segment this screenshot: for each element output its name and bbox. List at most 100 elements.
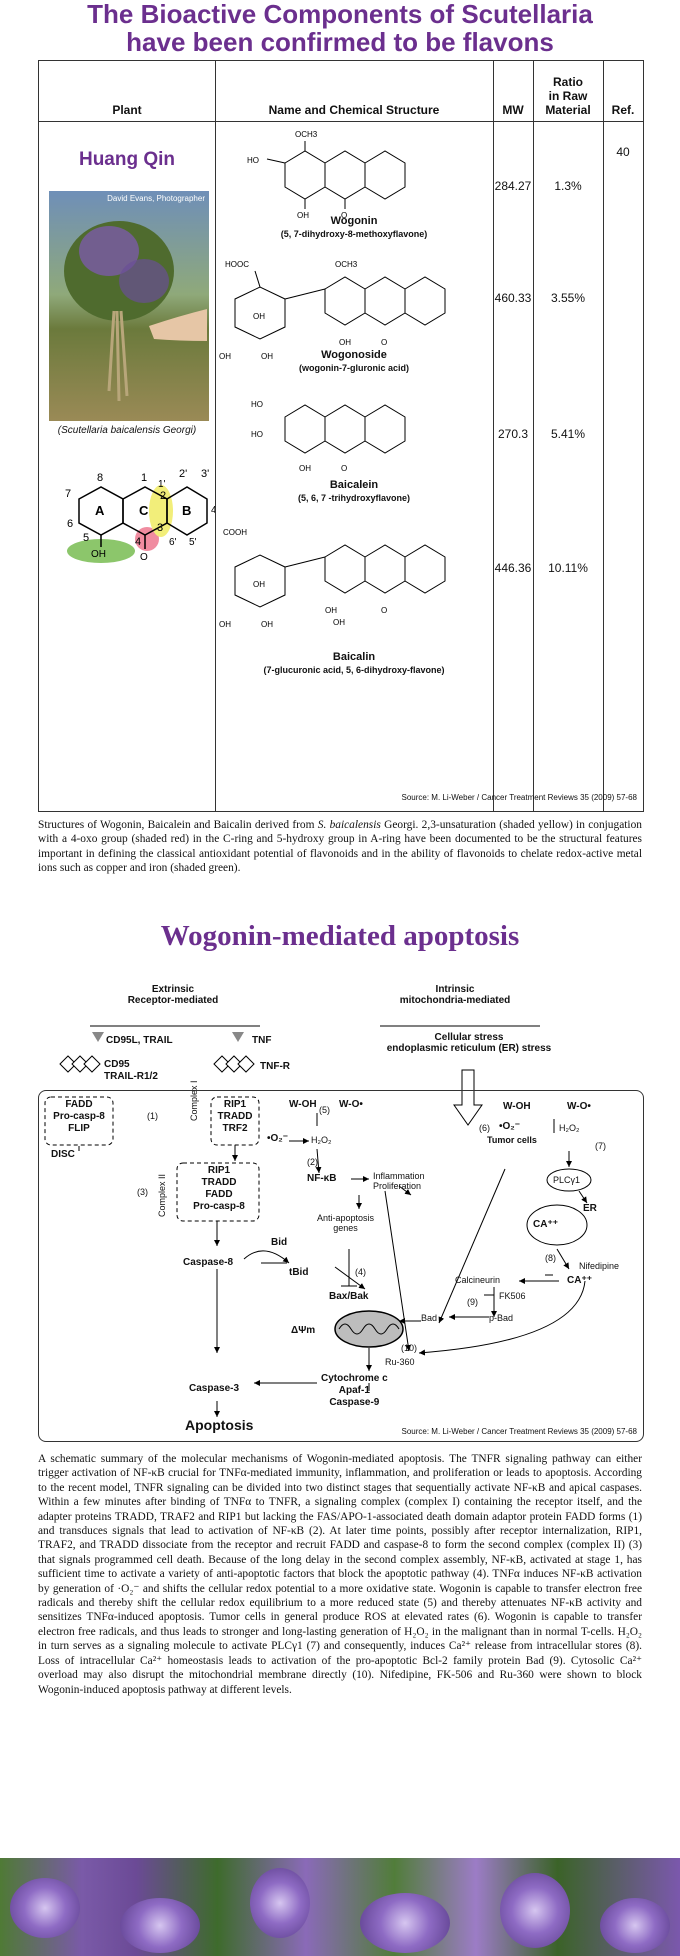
step-4: (4) [355,1267,366,1277]
svg-text:OCH3: OCH3 [335,260,358,269]
step-9: (9) [467,1297,478,1307]
plant-photo: David Evans, Photographer [49,191,209,421]
calcium-cytosol: CA⁺⁺ [567,1275,592,1286]
svg-text:O: O [381,606,387,615]
ru-360: Ru-360 [385,1357,415,1367]
baicalein-structure: HO HO OH O [251,400,406,473]
plc-gamma-1: PLCγ1 [553,1175,581,1185]
svg-text:COOH: COOH [223,528,247,537]
svg-text:OH: OH [299,464,311,473]
caspase-8: Caspase-8 [183,1257,234,1268]
svg-text:OH: OH [339,338,351,347]
wogonoside-ratio: 3.55% [550,291,586,305]
svg-text:OCH3: OCH3 [295,130,318,139]
fk506: FK506 [499,1291,526,1301]
p-bad: p-Bad [489,1313,514,1323]
step-7: (7) [595,1141,606,1151]
header-plant: Plant [112,103,142,117]
wogonin-ratio: 1.3% [554,179,582,193]
flower-banner-image [0,1858,680,1956]
svg-text:1: 1 [141,472,147,484]
svg-text:4: 4 [135,536,141,548]
apoptosis-caption: A schematic summary of the molecular mec… [38,1453,642,1696]
superoxide-2: •O₂⁻ [499,1121,521,1132]
svg-text:C: C [139,503,149,518]
step-2: (2) [307,1157,318,1167]
bid: Bid [271,1237,288,1248]
diagram-source: Source: M. Li-Weber / Cancer Treatment R… [401,1427,637,1436]
ligand-cd95l-trail: CD95L, TRAIL [106,1035,173,1046]
svg-text:6: 6 [67,518,73,530]
wogonin-mw: 284.27 [494,179,532,193]
baicalein-sub: (5, 6, 7 -trihydroxyflavone) [297,493,411,503]
svg-text:HO: HO [247,156,259,165]
wogonoside-mw: 460.33 [494,291,532,305]
wogonoside-structure: HOOC OCH3 OH OH OH OH O [219,260,446,361]
svg-text:OH: OH [333,618,345,627]
wogonoside-name: Wogonoside [321,349,387,361]
w-o-2: W-O• [567,1101,591,1112]
baicalein-ratio: 5.41% [550,427,586,441]
baicalin-mw: 446.36 [494,561,532,575]
baicalin-name: Baicalin [332,651,376,663]
baicalin-structure: COOH OH OH OH OH OH O [219,528,446,629]
svg-text:2': 2' [179,468,187,480]
page-title: The Bioactive Components of Scutellaria … [0,0,680,56]
svg-text:OH: OH [253,312,265,321]
svg-text:3': 3' [201,468,209,480]
svg-text:6': 6' [169,537,177,548]
svg-text:7: 7 [65,488,71,500]
svg-text:OH: OH [325,606,337,615]
complex-2-label: Complex II [157,1173,167,1217]
w-o-1: W-O• [339,1099,363,1110]
calcium-er: CA⁺⁺ [533,1219,558,1230]
tumor-cells: Tumor cells [487,1135,537,1145]
baicalein-mw: 270.3 [497,427,529,441]
svg-text:O: O [341,464,347,473]
step-5: (5) [319,1105,330,1115]
ligand-tnf: TNF [252,1035,272,1046]
svg-text:OH: OH [91,549,106,560]
plant-latin-name: (Scutellaria baicalensis Georgi) [57,425,197,436]
title-line-2: have been confirmed to be flavons [126,27,554,57]
svg-text:4': 4' [211,505,215,516]
bad: Bad [421,1313,438,1323]
svg-text:HO: HO [251,400,263,409]
receptor-tnfr: TNF-R [260,1061,290,1072]
step-8: (8) [545,1253,556,1263]
h2o2-2: H₂O₂ [559,1123,580,1133]
header-ref: Ref. [611,103,635,117]
svg-text:OH: OH [219,620,231,629]
step-1: (1) [147,1111,158,1121]
complex-1-label: Complex I [189,1080,199,1121]
calcineurin: Calcineurin [455,1275,501,1285]
svg-text:O: O [140,552,148,563]
wogonin-name: Wogonin [330,215,378,227]
bax-bak: Bax/Bak [329,1291,369,1302]
baicalein-name: Baicalein [329,479,379,491]
table-source: Source: M. Li-Weber / Cancer Treatment R… [401,793,637,802]
svg-text:HOOC: HOOC [225,260,249,269]
svg-text:O: O [341,211,347,220]
header-mw: MW [502,103,524,117]
h2o2-1: H₂O₂ [311,1135,332,1145]
plant-name: Huang Qin [78,149,176,170]
er-label: ER [583,1203,597,1214]
svg-text:HO: HO [251,430,263,439]
w-oh-1: W-OH [289,1099,317,1110]
structure-caption: Structures of Wogonin, Baicalein and Bai… [38,819,642,875]
svg-text:2: 2 [160,490,166,502]
step-3: (3) [137,1187,148,1197]
superoxide-1: •O₂⁻ [267,1133,289,1144]
svg-text:OH: OH [261,352,273,361]
step-6: (6) [479,1123,490,1133]
svg-text:5': 5' [189,537,197,548]
nifedipine: Nifedipine [579,1261,620,1271]
